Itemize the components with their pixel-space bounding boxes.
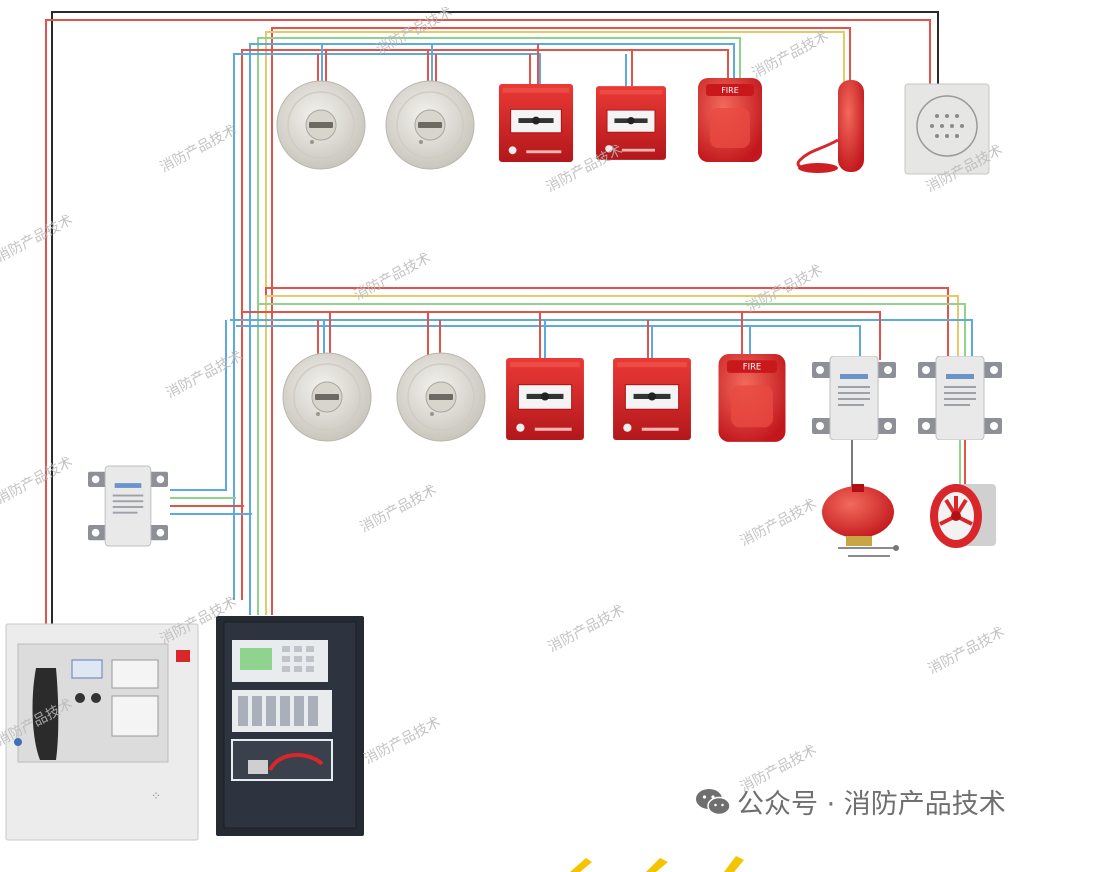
speaker-icon <box>904 83 990 175</box>
manual-call-point-icon <box>498 84 574 162</box>
brand-text: 公众号 · 消防产品技术 <box>737 789 1006 820</box>
middle-row-devices <box>282 352 1002 557</box>
fire-alarm-controller <box>216 616 364 836</box>
wire-mid-blue <box>230 319 973 360</box>
smoke-detector-icon <box>282 352 372 442</box>
sound-light-alarm-icon <box>698 78 762 162</box>
hydrant-button-icon <box>612 358 692 440</box>
input-output-module-icon <box>918 356 1002 440</box>
top-row-devices <box>276 78 990 175</box>
left-input-module-icon <box>88 465 168 547</box>
smoke-detector-icon <box>276 80 366 170</box>
wire-mid-yellow <box>265 295 959 360</box>
sound-light-alarm-icon <box>718 354 786 442</box>
brand-caption: 公众号 · 消防产品技术 <box>695 782 1006 824</box>
smoke-detector-icon <box>396 352 486 442</box>
wire-red-outer <box>45 19 931 625</box>
wiring <box>45 11 973 625</box>
wire-riser-blue2 <box>233 53 541 600</box>
manual-call-point-icon <box>505 358 585 440</box>
wire-black-outer <box>51 11 939 625</box>
wire-riser-red <box>271 27 851 615</box>
wire-mid-red2 <box>242 311 881 360</box>
wire-riser-yellow <box>265 31 845 615</box>
fire-telephone-icon <box>796 80 864 173</box>
wire-riser-blue <box>249 43 735 615</box>
smoke-detector-icon <box>385 80 475 170</box>
fire-extinguisher-ball-icon <box>822 484 899 557</box>
yellow-fragments <box>570 856 744 872</box>
broadcast-telephone-host: ⁘ <box>5 623 199 841</box>
wire-mid-blue2 <box>236 325 861 360</box>
svg-text:⁘: ⁘ <box>151 789 161 803</box>
input-output-module-icon <box>812 356 896 440</box>
exhaust-fan-icon <box>930 484 996 548</box>
wechat-icon <box>695 787 731 824</box>
